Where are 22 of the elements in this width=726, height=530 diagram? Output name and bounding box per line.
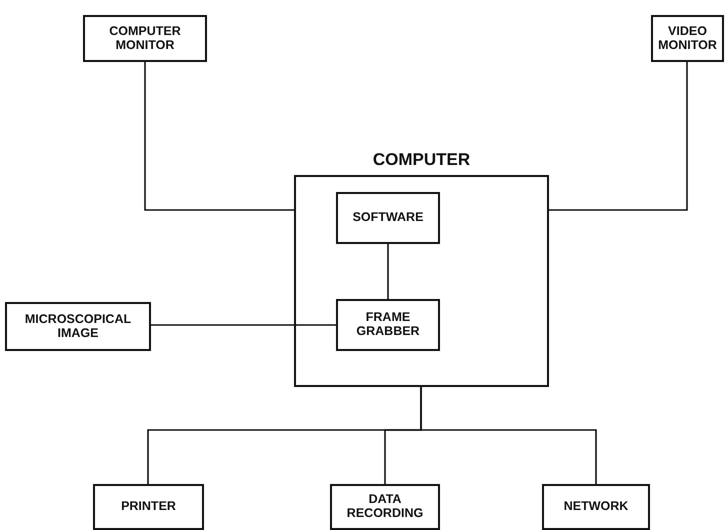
- process-box: [330, 484, 440, 530]
- box-label: MICROSCOPICAL IMAGE: [24, 312, 132, 340]
- process-box: [542, 484, 650, 530]
- connector-line: [144, 62, 294, 211]
- box-label: FRAME GRABBER: [355, 311, 421, 339]
- box-heading: COMPUTER: [372, 150, 472, 170]
- process-box: [651, 15, 724, 62]
- process-box: [93, 484, 204, 530]
- box-label: COMPUTER MONITOR: [108, 24, 182, 52]
- box-label: VIDEO MONITOR: [657, 24, 718, 52]
- connector-line: [387, 244, 389, 299]
- connector-line: [151, 324, 336, 326]
- process-box: [336, 299, 440, 351]
- process-box: [83, 15, 207, 62]
- box-label: DATA RECORDING: [346, 493, 424, 521]
- box-label: SOFTWARE: [352, 211, 424, 225]
- connector-line: [420, 387, 597, 484]
- connector-line: [549, 62, 688, 211]
- box-label: NETWORK: [562, 500, 630, 514]
- box-label: PRINTER: [120, 500, 177, 514]
- process-box: [5, 302, 151, 351]
- process-box: [336, 192, 440, 244]
